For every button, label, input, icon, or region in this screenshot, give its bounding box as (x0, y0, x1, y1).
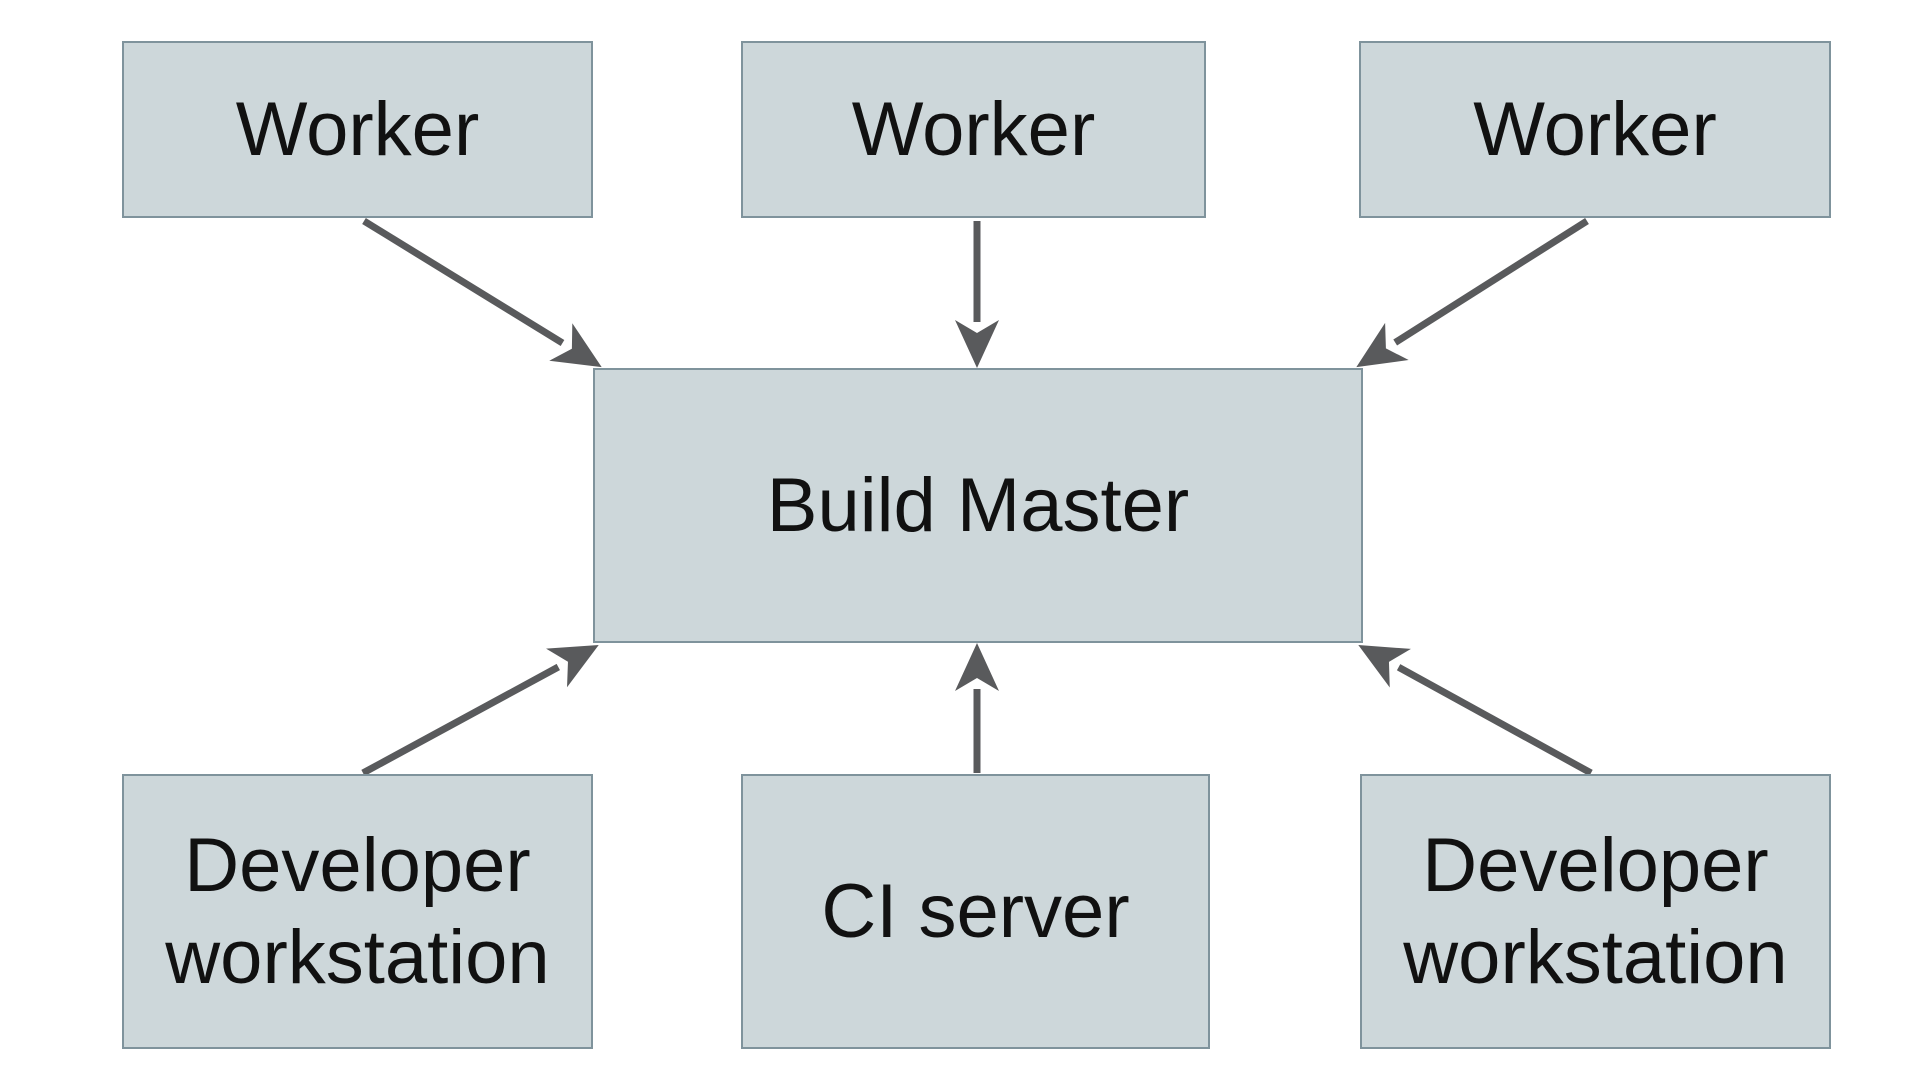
node-worker-1-label: Worker (235, 86, 480, 172)
node-build-master-label: Build Master (766, 462, 1190, 548)
node-worker-3-label: Worker (1473, 86, 1717, 172)
node-build-master: Build Master (593, 368, 1363, 643)
node-developer-workstation-right: Developer workstation (1360, 774, 1831, 1049)
node-developer-workstation-right-label: Developer workstation (1403, 823, 1788, 1000)
arrow-developer-workstation-left-to-build-master (361, 645, 599, 777)
node-ci-server: CI server (741, 774, 1210, 1049)
node-ci-server-label: CI server (821, 868, 1130, 954)
node-developer-workstation-left: Developer workstation (122, 774, 593, 1049)
arrow-developer-workstation-right-to-build-master (1358, 645, 1593, 777)
node-worker-3: Worker (1359, 41, 1831, 218)
node-worker-2-label: Worker (851, 86, 1096, 172)
arrow-worker-3-to-build-master (1356, 218, 1589, 368)
arrow-worker-1-to-build-master (362, 218, 602, 368)
node-worker-2: Worker (741, 41, 1206, 218)
node-developer-workstation-left-label: Developer workstation (165, 823, 550, 1000)
node-worker-1: Worker (122, 41, 593, 218)
